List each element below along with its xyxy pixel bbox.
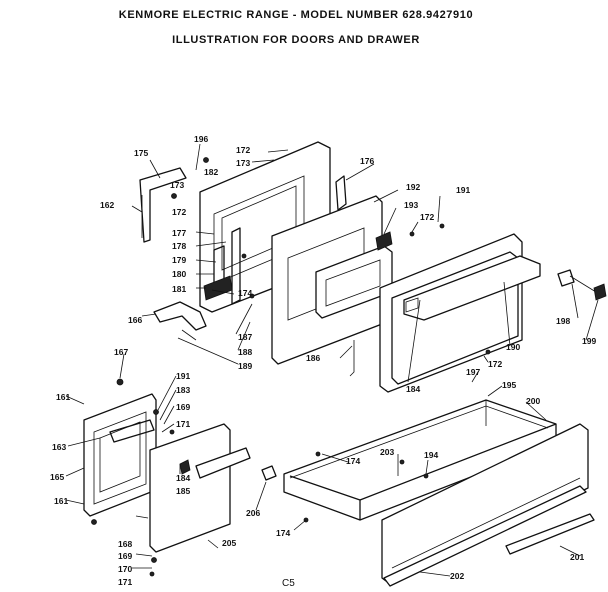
callout-176: 176 <box>360 156 374 166</box>
callout-193: 193 <box>404 200 418 210</box>
door-handle-part[interactable] <box>403 255 541 321</box>
callout-168: 168 <box>118 539 132 549</box>
upper-door-assembly <box>139 141 607 393</box>
lower-door-assembly <box>83 378 251 577</box>
callout-178: 178 <box>172 241 186 251</box>
lower-door-handle-part[interactable] <box>195 447 251 479</box>
callout-186: 186 <box>306 353 320 363</box>
callout-163: 163 <box>52 442 66 452</box>
lower-door-screw-part[interactable] <box>116 378 124 386</box>
callout-174: 174 <box>346 456 360 466</box>
drawer-roller-part[interactable] <box>261 465 277 481</box>
callout-206: 206 <box>246 508 260 518</box>
door-vent-trim-part[interactable] <box>139 167 187 243</box>
callout-192: 192 <box>406 182 420 192</box>
callout-190: 190 <box>506 342 520 352</box>
callout-188: 188 <box>238 347 252 357</box>
callout-187: 187 <box>238 332 252 342</box>
callout-174: 174 <box>276 528 290 538</box>
screw-part[interactable] <box>171 193 177 199</box>
callout-162: 162 <box>100 200 114 210</box>
callout-191: 191 <box>456 185 470 195</box>
callout-177: 177 <box>172 228 186 238</box>
callout-170: 170 <box>118 564 132 574</box>
callout-171: 171 <box>176 419 190 429</box>
callout-202: 202 <box>450 571 464 581</box>
callout-173: 173 <box>236 158 250 168</box>
diagram-title: KENMORE ELECTRIC RANGE - MODEL NUMBER 62… <box>118 9 474 21</box>
callout-199: 199 <box>582 336 596 346</box>
callout-196: 196 <box>194 134 208 144</box>
callout-labels: 175 196 172 173 176 173 182 162 172 192 … <box>50 134 596 587</box>
hinge-pin-screw-part[interactable] <box>593 283 607 301</box>
callout-161: 161 <box>54 496 68 506</box>
callout-205: 205 <box>222 538 236 548</box>
callout-167: 167 <box>114 347 128 357</box>
callout-180: 180 <box>172 269 186 279</box>
callout-175: 175 <box>134 148 148 158</box>
callout-184: 184 <box>176 473 190 483</box>
callout-172: 172 <box>488 359 502 369</box>
drawer-glide-part[interactable] <box>505 513 595 555</box>
callout-166: 166 <box>128 315 142 325</box>
drawer-front-panel-part[interactable] <box>381 423 589 585</box>
callout-189: 189 <box>238 361 252 371</box>
callout-200: 200 <box>526 396 540 406</box>
lower-door-outer-part[interactable] <box>149 423 231 553</box>
callout-201: 201 <box>570 552 584 562</box>
callout-172: 172 <box>420 212 434 222</box>
callout-182: 182 <box>204 167 218 177</box>
callout-172: 172 <box>172 207 186 217</box>
hinge-pin-part[interactable] <box>557 269 575 287</box>
callout-191: 191 <box>176 371 190 381</box>
callout-203: 203 <box>380 447 394 457</box>
callout-198: 198 <box>556 316 570 326</box>
page-code: C5 <box>282 578 295 589</box>
callout-171: 171 <box>118 577 132 587</box>
door-hinge-part[interactable] <box>231 227 241 305</box>
callout-195: 195 <box>502 380 516 390</box>
callout-179: 179 <box>172 255 186 265</box>
callout-169: 169 <box>118 551 132 561</box>
diagram-subtitle: ILLUSTRATION FOR DOORS AND DRAWER <box>172 34 420 46</box>
drawer-rail-part[interactable] <box>383 485 587 587</box>
callout-197: 197 <box>466 367 480 377</box>
storage-drawer-assembly <box>261 399 595 587</box>
callout-181: 181 <box>172 284 186 294</box>
callout-185: 185 <box>176 486 190 496</box>
callout-174: 174 <box>238 288 252 298</box>
callout-173: 173 <box>170 180 184 190</box>
callout-165: 165 <box>50 472 64 482</box>
callout-161: 161 <box>56 392 70 402</box>
callout-172: 172 <box>236 145 250 155</box>
callout-leaders <box>65 143 599 577</box>
callout-183: 183 <box>176 385 190 395</box>
callout-194: 194 <box>424 450 438 460</box>
door-side-bracket-part[interactable] <box>335 175 347 211</box>
door-hinge-link-part[interactable] <box>153 301 207 331</box>
callout-169: 169 <box>176 402 190 412</box>
callout-184: 184 <box>406 384 420 394</box>
